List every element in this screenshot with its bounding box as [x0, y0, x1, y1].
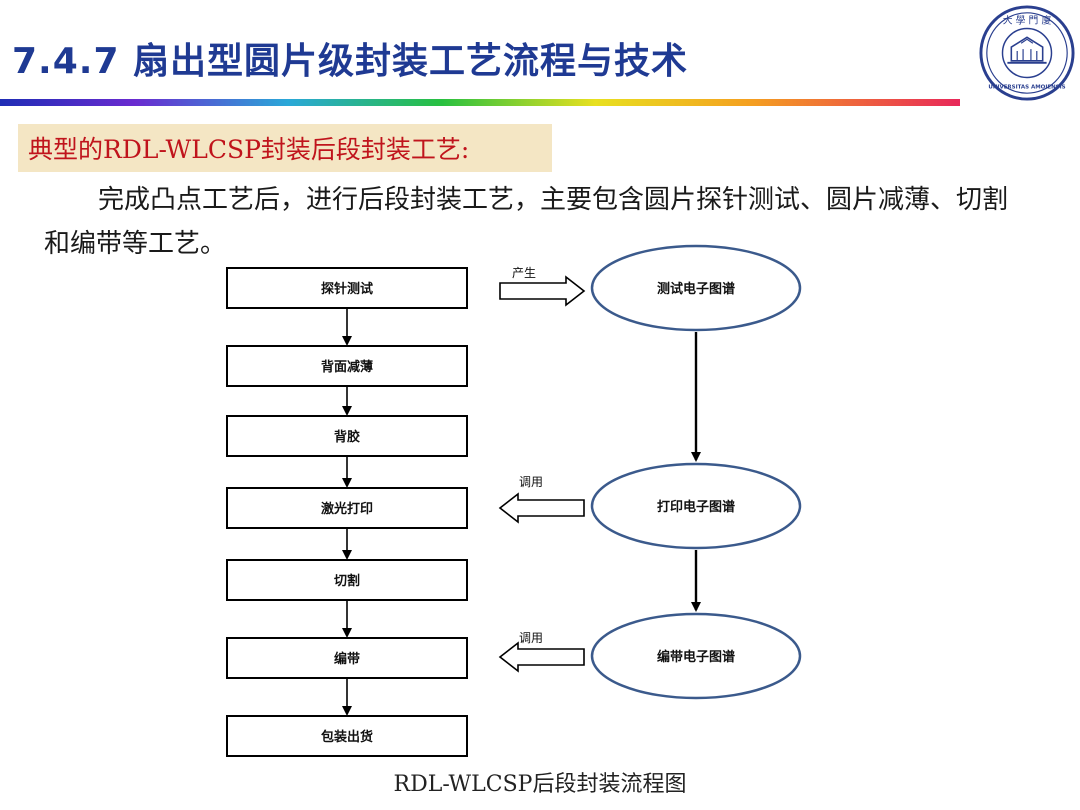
process-step-label: 激光打印 [321, 501, 373, 517]
call-arrow-label: 调用 [519, 631, 543, 645]
process-step: 激光打印 [226, 487, 468, 529]
title-divider [0, 99, 960, 106]
data-map-label: 打印电子图谱 [657, 499, 735, 515]
process-step: 编带 [226, 637, 468, 679]
data-map-node: 测试电子图谱 [590, 244, 802, 332]
generate-arrow-label: 产生 [512, 266, 536, 280]
process-step: 背胶 [226, 415, 468, 457]
generate-arrow: 产生 [499, 266, 586, 307]
process-step-label: 切割 [334, 573, 360, 589]
subtitle-banner: 典型的RDL-WLCSP封装后段封装工艺: [18, 124, 552, 172]
process-step-label: 背胶 [334, 429, 360, 445]
seal-bottom-text: UNIVERSITAS AMOIENSIS [988, 84, 1065, 90]
process-step-label: 背面减薄 [321, 359, 373, 375]
process-step: 切割 [226, 559, 468, 601]
subtitle-text: 典型的RDL-WLCSP封装后段封装工艺: [28, 135, 470, 164]
call-arrow: 调用 [498, 475, 585, 524]
process-step-label: 编带 [334, 651, 360, 667]
process-step: 背面减薄 [226, 345, 468, 387]
body-paragraph: 完成凸点工艺后，进行后段封装工艺，主要包含圆片探针测试、圆片减薄、切割和编带等工… [44, 185, 1009, 259]
seal-top-text: 大 學 門 廈 [1003, 14, 1052, 27]
process-step: 包装出货 [226, 715, 468, 757]
process-step-label: 探针测试 [321, 281, 373, 297]
call-arrow-label: 调用 [519, 475, 543, 489]
process-step: 探针测试 [226, 267, 468, 309]
data-map-label: 测试电子图谱 [657, 281, 735, 297]
university-seal-logo: 大 學 門 廈 UNIVERSITAS AMOIENSIS [979, 5, 1075, 101]
process-step-label: 包装出货 [321, 729, 373, 745]
data-map-label: 编带电子图谱 [657, 649, 735, 665]
page-title: 7.4.7 扇出型圆片级封装工艺流程与技术 [12, 41, 689, 82]
data-map-node: 打印电子图谱 [590, 462, 802, 550]
data-map-node: 编带电子图谱 [590, 612, 802, 700]
call-arrow: 调用 [498, 631, 585, 673]
diagram-caption: RDL-WLCSP后段封装流程图 [393, 772, 687, 797]
